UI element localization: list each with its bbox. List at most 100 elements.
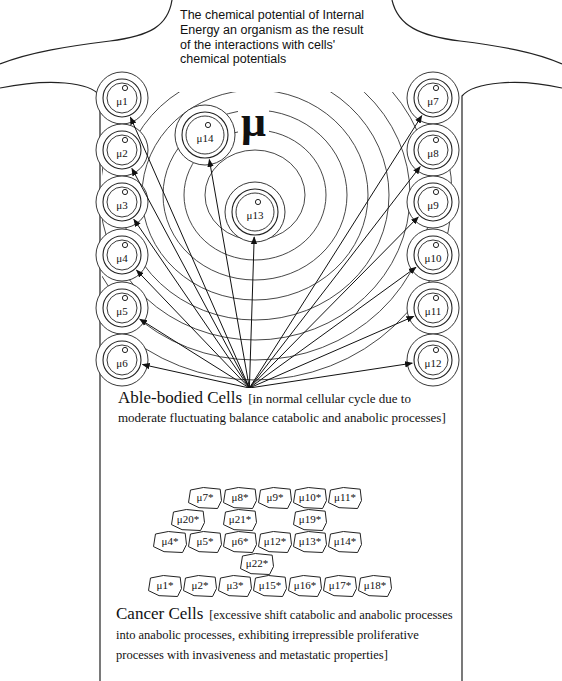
potential-label: μ5 xyxy=(116,305,127,318)
cell-inner-ring xyxy=(107,135,137,165)
cancer-cell: μ12* xyxy=(258,531,292,553)
cell-outer-ring xyxy=(407,229,459,281)
cancer-cell-border xyxy=(289,576,322,597)
cancer-cell: μ16* xyxy=(288,575,322,597)
cell-nucleus xyxy=(433,189,438,194)
cancer-cell-border xyxy=(294,488,327,509)
potential-label: μ4 xyxy=(116,252,127,265)
cancer-cell-border xyxy=(224,532,257,553)
cell-nucleus xyxy=(433,347,438,352)
cancer-cell: μ7* xyxy=(188,487,222,509)
cancer-cell: μ1* xyxy=(148,575,182,597)
cell-inner-ring xyxy=(418,293,448,323)
potential-label: μ6* xyxy=(232,535,249,548)
cancer-cell: μ6* xyxy=(223,531,257,553)
cancer-cell-border xyxy=(241,554,274,575)
interaction-arrow xyxy=(249,217,418,388)
cell-outer-ring xyxy=(407,282,459,334)
interaction-arrow xyxy=(140,319,250,388)
cancer-cell: μ21* xyxy=(223,509,257,531)
potential-label: μ13 xyxy=(247,209,264,222)
healthy-cell: μ4 xyxy=(102,235,142,275)
cancer-cell: μ11* xyxy=(328,487,362,509)
cell-nucleus xyxy=(433,85,438,90)
cancer-cell-border xyxy=(189,488,222,509)
potential-symbol: μ xyxy=(238,100,269,144)
cancer-cell: μ17* xyxy=(323,575,357,597)
interaction-arrow xyxy=(249,363,412,388)
cell-inner-ring xyxy=(107,345,137,375)
contour-line xyxy=(121,92,389,320)
potential-label: μ8* xyxy=(232,491,249,504)
interaction-arrow xyxy=(132,169,249,388)
cell-rings xyxy=(96,72,459,386)
cancer-cell: μ14* xyxy=(328,531,362,553)
cell-membrane xyxy=(103,131,141,169)
cell-outer-ring xyxy=(407,72,459,124)
cancer-cell-border xyxy=(259,532,292,553)
title-text: The chemical potential of Internal Energ… xyxy=(180,8,372,67)
cell-membrane xyxy=(103,236,141,274)
potential-label: μ11* xyxy=(334,491,356,504)
cell-nucleus xyxy=(122,295,127,300)
potential-label: μ22* xyxy=(246,557,268,570)
cancer-cell: μ15* xyxy=(253,575,287,597)
cell-outer-ring xyxy=(96,124,148,176)
cancer-cell: μ19* xyxy=(293,509,327,531)
cancer-cell: μ3* xyxy=(218,575,252,597)
cell-nucleus xyxy=(205,122,210,127)
potential-label: μ20* xyxy=(177,513,199,526)
cancer-cell: μ4* xyxy=(153,531,187,553)
cancer-cell-border xyxy=(294,510,327,531)
cell-inner-ring xyxy=(107,83,137,113)
cell-inner-ring xyxy=(107,187,137,217)
healthy-cell: μ6 xyxy=(102,340,142,380)
potential-label: μ1* xyxy=(157,579,174,592)
cell-inner-ring xyxy=(418,83,448,113)
healthy-cell: μ13 xyxy=(231,188,279,236)
healthy-cell: μ2 xyxy=(102,130,142,170)
interaction-arrow xyxy=(134,219,250,388)
cancer-cell: μ8* xyxy=(223,487,257,509)
cell-nucleus xyxy=(122,242,127,247)
cell-outer-ring xyxy=(96,72,148,124)
cancer-cell-border xyxy=(154,532,187,553)
potential-label: μ17* xyxy=(329,579,351,592)
cancer-cell-border xyxy=(254,576,287,597)
cancer-cell: μ5* xyxy=(188,531,222,553)
potential-label: μ6 xyxy=(116,357,127,370)
interaction-arrow xyxy=(130,117,249,388)
potential-label: μ9 xyxy=(427,199,438,212)
cancer-cell-border xyxy=(329,488,362,509)
cell-membrane xyxy=(414,236,452,274)
potential-label: μ3* xyxy=(227,579,244,592)
cancer-cell: μ2* xyxy=(183,575,217,597)
cancer-cell-border xyxy=(359,576,392,597)
cell-membrane xyxy=(103,79,141,117)
cell-nucleus xyxy=(122,137,127,142)
healthy-cell: μ3 xyxy=(102,182,142,222)
cell-nucleus xyxy=(122,85,127,90)
healthy-cell: μ8 xyxy=(413,130,453,170)
right-shoulder-line xyxy=(392,0,562,64)
cell-membrane xyxy=(182,112,228,158)
cancer-cell: μ22* xyxy=(240,553,274,575)
potential-label: μ16* xyxy=(294,579,316,592)
interaction-arrow xyxy=(249,316,413,388)
potential-label: μ15* xyxy=(259,579,281,592)
healthy-cell: μ12 xyxy=(413,340,453,380)
cancer-cell: μ20* xyxy=(171,509,205,531)
right-torso-line xyxy=(462,82,562,681)
potential-label: μ2 xyxy=(116,147,127,160)
contour-line xyxy=(102,92,410,340)
cell-inner-ring xyxy=(236,193,274,231)
cell-inner-ring xyxy=(418,240,448,270)
cell-outer-ring xyxy=(96,334,148,386)
potential-label: μ13* xyxy=(299,535,321,548)
potential-label: μ2* xyxy=(192,579,209,592)
cell-nucleus xyxy=(122,347,127,352)
group-heading: Able-bodied Cells xyxy=(118,388,242,407)
cancer-cell-border xyxy=(189,532,222,553)
healthy-cell: μ1 xyxy=(102,78,142,118)
contour-line xyxy=(142,92,368,300)
